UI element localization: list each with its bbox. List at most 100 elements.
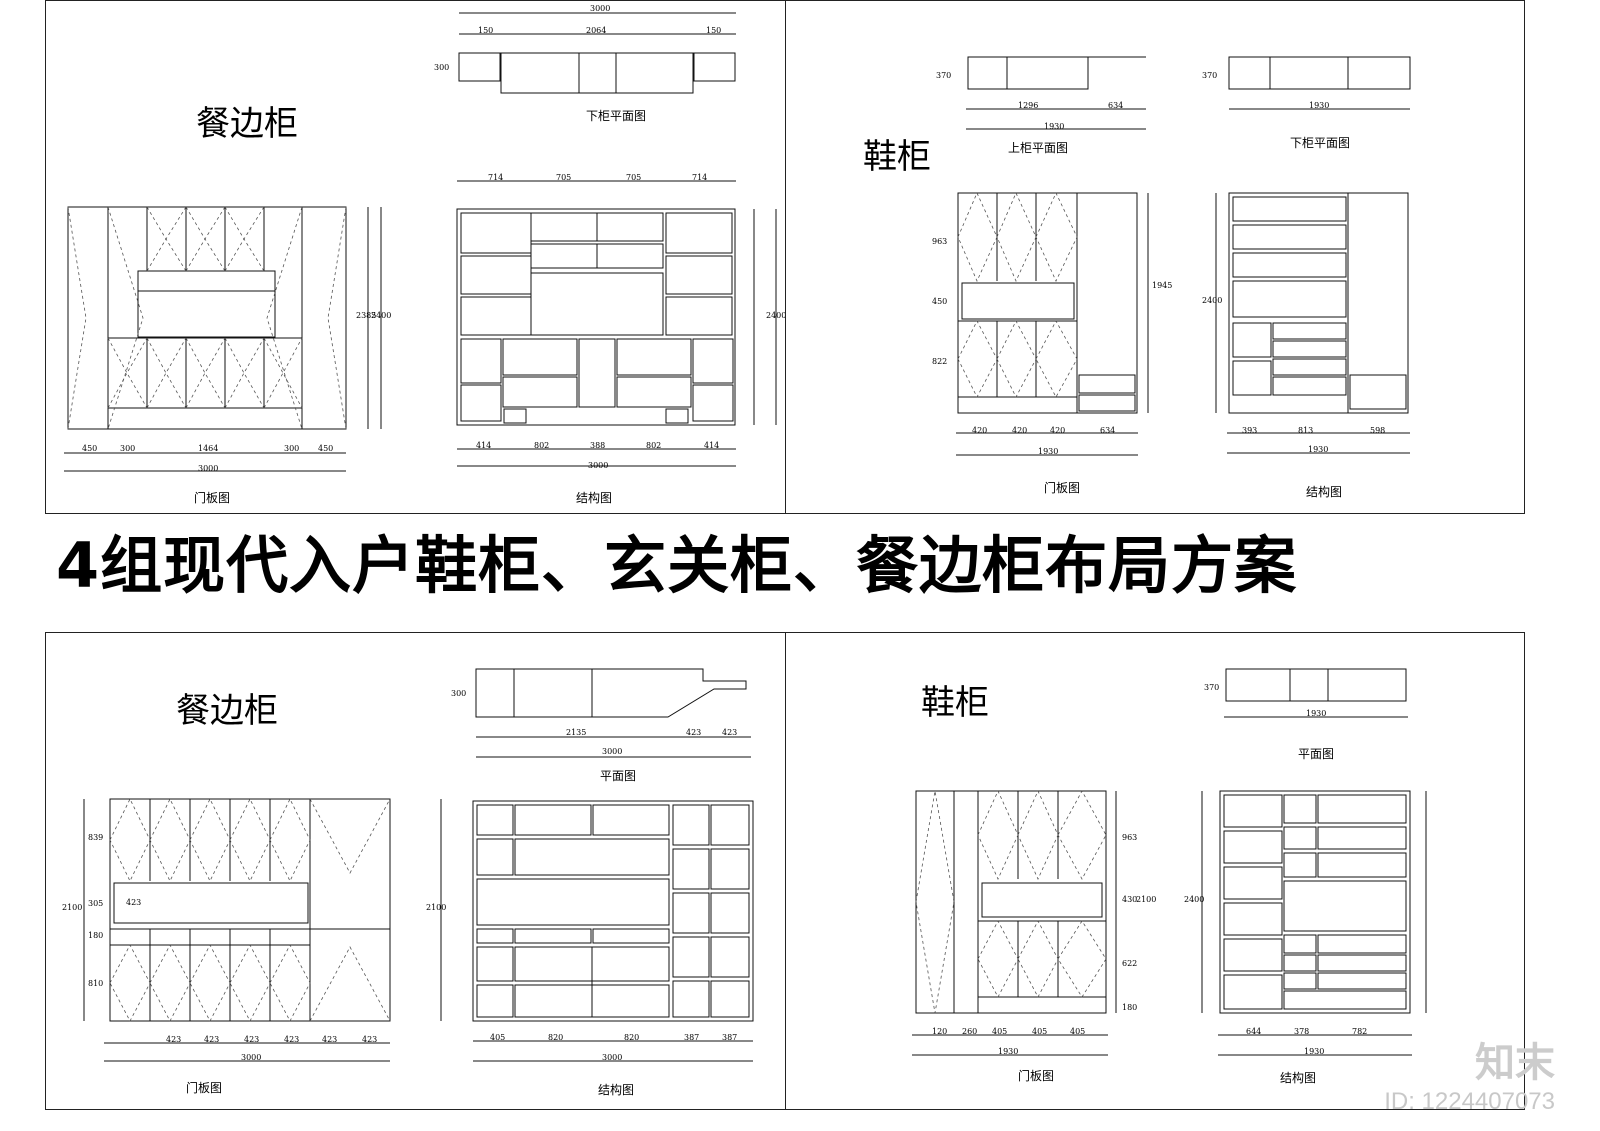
dim-plan-total: 3000 [590,4,611,13]
dim-struct-714b: 714 [692,173,708,182]
dim-struct-414a: 414 [476,441,492,450]
caption-plan: 平面图 [1298,747,1335,761]
dim-door-450a: 450 [82,444,98,453]
dim-plan-150a: 150 [478,26,494,35]
dim-plan-634: 634 [1108,101,1124,110]
dim-door-450b: 450 [318,444,334,453]
dim-door-300a: 300 [120,444,136,453]
dim-door-1930: 1930 [1038,447,1059,456]
dim-door-305: 305 [88,899,104,908]
sheet-title: 餐边柜 [176,691,278,731]
caption-door: 门板图 [1044,481,1081,495]
dim-struct-388: 388 [590,441,606,450]
dim-plan-1930: 1930 [1044,122,1065,131]
dim-struct-2400: 2400 [766,311,787,320]
dim-door-2385: 2385 [356,311,377,320]
dim-planb-370: 370 [1202,71,1218,80]
caption-door: 门板图 [194,491,231,505]
dim-door-120: 120 [932,1027,948,1036]
dim-struct-2100: 2100 [426,903,447,912]
sheet-sideboard-1: 餐边柜 [45,0,787,514]
dim-door-423f: 423 [362,1035,378,1044]
dim-door-423d: 423 [284,1035,300,1044]
dim-door-420b: 420 [1012,426,1028,435]
dim-door-622: 622 [1122,959,1138,968]
dim-struct-1930: 1930 [1304,1047,1325,1056]
dim-door-1945: 1945 [1152,281,1173,290]
dim-door-423c: 423 [244,1035,260,1044]
dim-door-405b: 405 [1032,1027,1048,1036]
sheet-title: 餐边柜 [196,104,298,144]
dim-plan-370: 370 [936,71,952,80]
drawing-sideboard-1 [64,12,777,472]
dim-struct-387b: 387 [722,1033,738,1042]
caption-structure: 结构图 [598,1083,635,1097]
dim-struct-598: 598 [1370,426,1386,435]
dim-plan-1296: 1296 [1018,101,1039,110]
caption-structure: 结构图 [1280,1071,1317,1085]
dim-plan-423a: 423 [686,728,702,737]
dim-door-total: 3000 [198,464,219,473]
dim-door-822: 822 [932,357,948,366]
dim-struct-813: 813 [1298,426,1314,435]
dim-door-420a: 420 [972,426,988,435]
dim-struct-393: 393 [1242,426,1258,435]
dim-struct-782: 782 [1352,1027,1368,1036]
dim-door-423b: 423 [204,1035,220,1044]
caption-structure: 结构图 [1306,485,1343,499]
dim-door-3000: 3000 [241,1053,262,1062]
dim-plan-3000: 3000 [602,747,623,756]
dim-door-inner-423: 423 [126,898,142,907]
caption-lower-plan: 下柜平面图 [1290,136,1351,150]
dim-door-810: 810 [88,979,104,988]
dim-door-2100: 2100 [1136,895,1157,904]
dim-door-963: 963 [932,237,948,246]
dim-struct-2400: 2400 [1202,296,1223,305]
watermark-id: ID: 1224407073 [1384,1088,1555,1115]
dim-door-963: 963 [1122,833,1138,842]
watermark: 知末 ID: 1224407073 [1384,1030,1555,1116]
drawing-shoe-cabinet-2 [912,668,1427,1056]
drawing-sideboard-2 [83,668,754,1062]
dim-door-260: 260 [962,1027,978,1036]
caption-plan: 下柜平面图 [586,109,647,123]
dim-struct-714a: 714 [488,173,504,182]
dim-door-1930: 1930 [998,1047,1019,1056]
dim-plan-2135: 2135 [566,728,587,737]
sheet-title: 鞋柜 [921,683,989,723]
dim-door-180: 180 [1122,1003,1138,1012]
dim-plan-150b: 150 [706,26,722,35]
dim-door-430: 430 [1122,895,1138,904]
dim-door-420c: 420 [1050,426,1066,435]
dim-door-2400: 2400 [371,311,392,320]
dim-struct-644: 644 [1246,1027,1262,1036]
dim-struct-378: 378 [1294,1027,1310,1036]
dim-plan-depth: 300 [434,63,450,72]
sheet-title: 鞋柜 [863,137,931,177]
dim-struct-387a: 387 [684,1033,700,1042]
dim-door-1464: 1464 [198,444,219,453]
dim-door-450: 450 [932,297,948,306]
dim-struct-414b: 414 [704,441,720,450]
caption-upper-plan: 上柜平面图 [1008,141,1069,155]
dim-plan-300: 300 [451,689,467,698]
banner-title: 4组现代入户鞋柜、玄关柜、餐边柜布局方案 [56,529,1298,602]
dim-plan-370: 370 [1204,683,1220,692]
dim-struct-705a: 705 [556,173,572,182]
caption-plan: 平面图 [600,769,637,783]
caption-structure: 结构图 [576,491,613,505]
dim-struct-802a: 802 [534,441,550,450]
dim-struct-405: 405 [490,1033,506,1042]
dim-door-423e: 423 [322,1035,338,1044]
dim-plan-2064: 2064 [586,26,607,35]
dim-plan-423b: 423 [722,728,738,737]
dim-plan-1930: 1930 [1306,709,1327,718]
caption-door: 门板图 [186,1081,223,1095]
dim-door-405a: 405 [992,1027,1008,1036]
dim-struct-3000: 3000 [602,1053,623,1062]
watermark-logo: 知末 [1475,1040,1555,1086]
sheet-sideboard-2: 餐边柜 [45,632,787,1110]
dim-struct-2400: 2400 [1184,895,1205,904]
dim-struct-total: 3000 [588,461,609,470]
caption-door: 门板图 [1018,1069,1055,1083]
